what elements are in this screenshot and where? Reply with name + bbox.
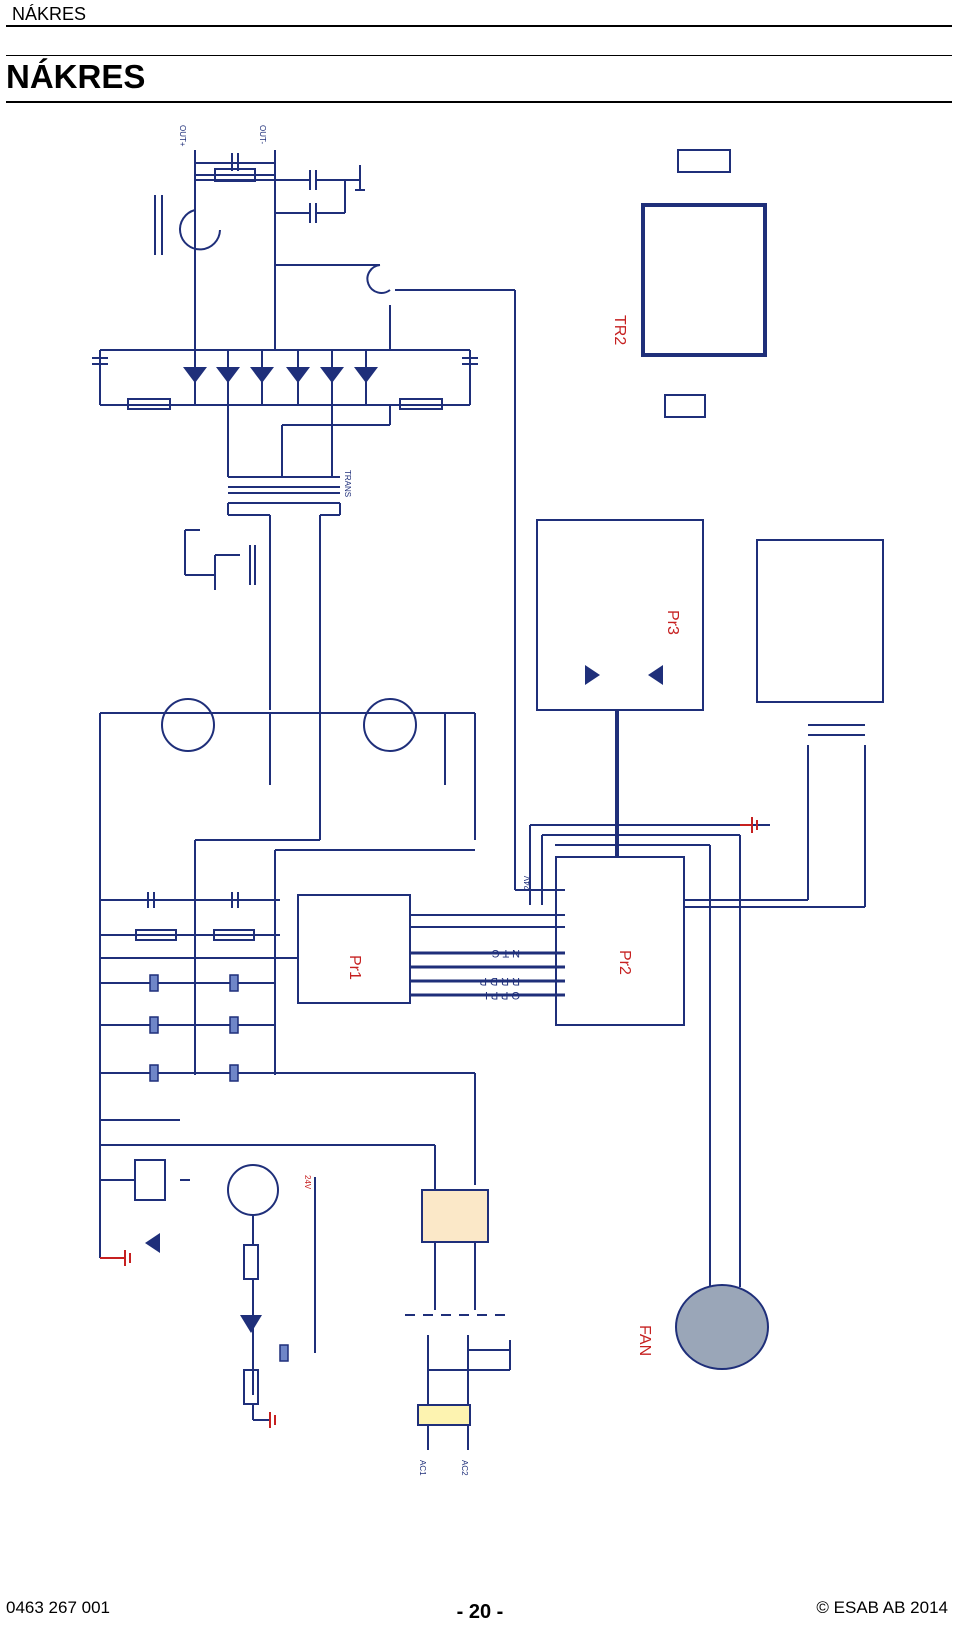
label-ac2: AC2 (460, 1460, 469, 1476)
page-title: NÁKRES (6, 58, 146, 95)
label-ac1: AC1 (418, 1460, 427, 1476)
title-rule-top (6, 55, 952, 56)
label-out-plus: OUT+ (178, 125, 187, 147)
label-bus-row2: R R D P (480, 975, 520, 987)
header-rule (6, 25, 952, 27)
label-out-minus: OUT- (258, 125, 267, 144)
label-bus-row3: O P P I (485, 989, 520, 1001)
label-pr3: Pr3 (664, 610, 681, 635)
fan-motor (675, 1284, 769, 1370)
document-number: 0463 267 001 (6, 1598, 110, 1617)
label-trans: TRANS (343, 470, 352, 497)
running-header: NÁKRES (12, 4, 87, 24)
title-rule-bottom (6, 101, 952, 103)
svg-text:24V: 24V (303, 1175, 312, 1190)
copyright: © ESAB AB 2014 (816, 1598, 948, 1617)
page-number: - 20 - (456, 1601, 504, 1623)
circuit-schematic: OUT+ OUT- TRANS 24V 24V AC1 AC2 TR2 Pr1 … (92, 125, 884, 1476)
label-bus-ntc: N T C (492, 947, 520, 959)
label-tr2: TR2 (611, 315, 628, 345)
label-pr2: Pr2 (616, 950, 633, 975)
label-fan: FAN (636, 1325, 653, 1356)
label-24v: 24V (523, 875, 532, 890)
label-pr1: Pr1 (346, 955, 363, 980)
